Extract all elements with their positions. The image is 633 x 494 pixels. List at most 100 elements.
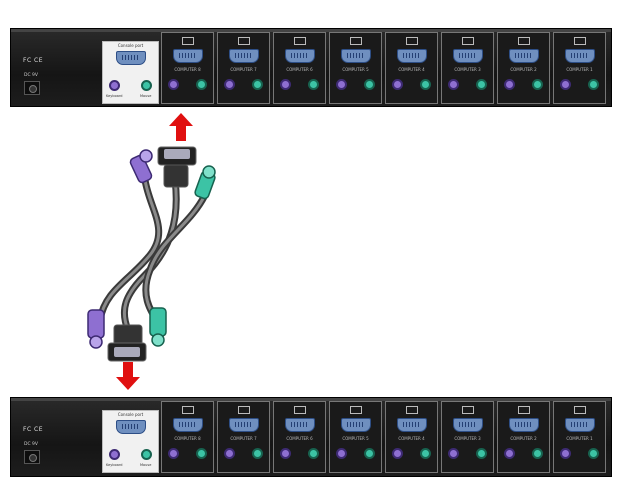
kvm-switch-top: FC CE DC 9V Console port Keyboard Mouse … bbox=[10, 28, 612, 107]
computer-port-8: COMPUTER 8 bbox=[161, 32, 214, 104]
port-label: COMPUTER 1 bbox=[566, 436, 593, 441]
monitor-icon bbox=[406, 406, 418, 414]
computer-port-6: COMPUTER 6 bbox=[273, 401, 326, 473]
vga-port bbox=[397, 49, 427, 63]
mouse-port bbox=[252, 79, 263, 90]
monitor-icon bbox=[350, 406, 362, 414]
monitor-icon bbox=[294, 406, 306, 414]
keyboard-port bbox=[336, 448, 347, 459]
console-port-panel: Console port Keyboard Mouse bbox=[102, 41, 159, 104]
mouse-port bbox=[420, 79, 431, 90]
computer-port-8: COMPUTER 8 bbox=[161, 401, 214, 473]
console-mouse-port bbox=[141, 449, 152, 460]
port-label: COMPUTER 4 bbox=[398, 67, 425, 72]
kvm-switch-bottom: FC CE DC 9V Console port Keyboard Mouse … bbox=[10, 397, 612, 477]
monitor-icon bbox=[238, 37, 250, 45]
console-port-panel: Console port Keyboard Mouse bbox=[102, 410, 159, 473]
port-label: COMPUTER 1 bbox=[566, 67, 593, 72]
port-label: COMPUTER 5 bbox=[342, 436, 369, 441]
dc-power-jack bbox=[24, 81, 40, 95]
keyboard-port bbox=[168, 448, 179, 459]
monitor-icon bbox=[518, 406, 530, 414]
computer-port-1: COMPUTER 1 bbox=[553, 401, 606, 473]
computer-port-6: COMPUTER 6 bbox=[273, 32, 326, 104]
console-title: Console port bbox=[117, 43, 144, 48]
port-label: COMPUTER 6 bbox=[286, 67, 313, 72]
computer-port-2: COMPUTER 2 bbox=[497, 401, 550, 473]
computer-port-3: COMPUTER 3 bbox=[441, 401, 494, 473]
mouse-port bbox=[476, 79, 487, 90]
vga-port bbox=[453, 418, 483, 432]
up-arrow-icon bbox=[169, 113, 193, 141]
mouse-port bbox=[476, 448, 487, 459]
monitor-icon bbox=[238, 406, 250, 414]
certification-mark: FC CE bbox=[23, 57, 44, 64]
port-label: COMPUTER 4 bbox=[398, 436, 425, 441]
keyboard-port bbox=[392, 79, 403, 90]
vga-plug-top bbox=[157, 146, 197, 188]
mouse-plug-bottom bbox=[149, 307, 167, 347]
monitor-icon bbox=[294, 37, 306, 45]
console-vga-port bbox=[116, 420, 146, 434]
console-title: Console port bbox=[117, 412, 144, 417]
keyboard-port bbox=[224, 79, 235, 90]
vga-port bbox=[397, 418, 427, 432]
keyboard-label: Keyboard bbox=[106, 463, 123, 467]
vga-port bbox=[229, 418, 259, 432]
keyboard-port bbox=[560, 79, 571, 90]
keyboard-plug-bottom bbox=[87, 309, 105, 349]
port-label: COMPUTER 8 bbox=[174, 436, 201, 441]
vga-port bbox=[341, 49, 371, 63]
mouse-port bbox=[532, 448, 543, 459]
computer-port-7: COMPUTER 7 bbox=[217, 401, 270, 473]
vga-port bbox=[509, 49, 539, 63]
keyboard-port bbox=[280, 79, 291, 90]
keyboard-port bbox=[224, 448, 235, 459]
port-label: COMPUTER 5 bbox=[342, 67, 369, 72]
port-label: COMPUTER 7 bbox=[230, 436, 257, 441]
monitor-icon bbox=[574, 406, 586, 414]
mouse-port bbox=[532, 79, 543, 90]
computer-port-7: COMPUTER 7 bbox=[217, 32, 270, 104]
computer-port-3: COMPUTER 3 bbox=[441, 32, 494, 104]
monitor-icon bbox=[518, 37, 530, 45]
keyboard-plug-top bbox=[129, 149, 153, 184]
vga-port bbox=[565, 49, 595, 63]
computer-port-2: COMPUTER 2 bbox=[497, 32, 550, 104]
port-label: COMPUTER 3 bbox=[454, 436, 481, 441]
vga-plug-bottom bbox=[107, 324, 147, 362]
panel-rim bbox=[11, 398, 611, 401]
mouse-port bbox=[588, 79, 599, 90]
port-label: COMPUTER 7 bbox=[230, 67, 257, 72]
mouse-port bbox=[308, 79, 319, 90]
mouse-port bbox=[196, 448, 207, 459]
mouse-label: Mouse bbox=[140, 463, 152, 467]
vga-port bbox=[565, 418, 595, 432]
monitor-icon bbox=[574, 37, 586, 45]
console-keyboard-port bbox=[109, 80, 120, 91]
computer-port-1: COMPUTER 1 bbox=[553, 32, 606, 104]
computer-port-5: COMPUTER 5 bbox=[329, 401, 382, 473]
console-keyboard-port bbox=[109, 449, 120, 460]
vga-port bbox=[341, 418, 371, 432]
dc-label: DC 9V bbox=[24, 73, 38, 78]
keyboard-port bbox=[336, 79, 347, 90]
monitor-icon bbox=[462, 37, 474, 45]
mouse-port bbox=[252, 448, 263, 459]
port-label: COMPUTER 2 bbox=[510, 436, 537, 441]
vga-port bbox=[285, 49, 315, 63]
mouse-port bbox=[588, 448, 599, 459]
computer-port-4: COMPUTER 4 bbox=[385, 32, 438, 104]
console-vga-port bbox=[116, 51, 146, 65]
port-label: COMPUTER 6 bbox=[286, 436, 313, 441]
down-arrow-icon bbox=[116, 362, 140, 390]
computer-port-4: COMPUTER 4 bbox=[385, 401, 438, 473]
vga-port bbox=[453, 49, 483, 63]
mouse-port bbox=[364, 448, 375, 459]
keyboard-port bbox=[560, 448, 571, 459]
vga-port bbox=[285, 418, 315, 432]
keyboard-port bbox=[504, 448, 515, 459]
port-label: COMPUTER 8 bbox=[174, 67, 201, 72]
monitor-icon bbox=[182, 406, 194, 414]
